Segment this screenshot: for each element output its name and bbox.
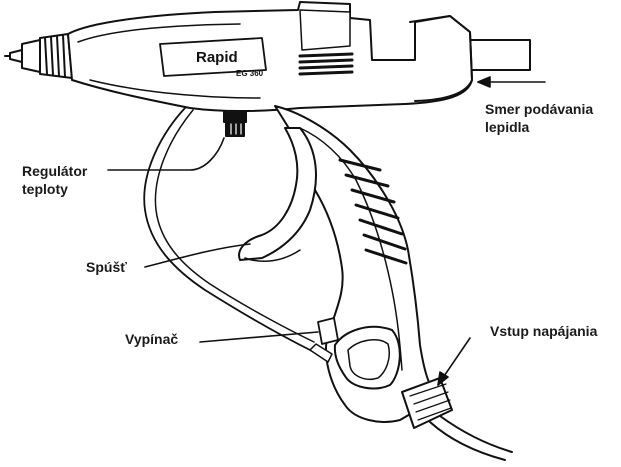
switch-label: Vypínač	[125, 330, 178, 348]
power-arrow-head	[437, 371, 449, 386]
temperature-regulator-line2: teploty	[22, 181, 68, 197]
switch-leader	[199, 331, 319, 343]
trigger-text: Spúšť	[86, 259, 127, 275]
trigger-label: Spúšť	[86, 258, 127, 276]
switch-text: Vypínač	[125, 331, 179, 347]
power-input-label: Vstup napájania	[490, 322, 597, 340]
nozzle	[4, 33, 73, 79]
brand-text: Rapid	[196, 49, 238, 66]
callout-lines	[107, 76, 546, 386]
temperature-knob	[223, 111, 247, 137]
feed-direction-line2: lepidla	[485, 119, 530, 135]
stand-wire	[143, 107, 333, 363]
temperature-regulator-label: Regulátor teploty	[22, 162, 87, 198]
trigger-part	[238, 127, 317, 263]
feed-direction-line1: Smer podávania	[485, 101, 594, 117]
power-cable	[401, 377, 513, 461]
trigger-leader	[144, 243, 251, 268]
gun-body: Rapid EG 360	[67, 1, 473, 112]
model-text: EG 360	[236, 69, 264, 78]
feed-direction-label: Smer podávania lepidla	[485, 100, 593, 136]
power-input-text: Vstup napájania	[490, 323, 598, 339]
feed-arrow-head	[477, 76, 491, 88]
temperature-leader	[107, 137, 225, 171]
temperature-regulator-line1: Regulátor	[22, 163, 88, 179]
